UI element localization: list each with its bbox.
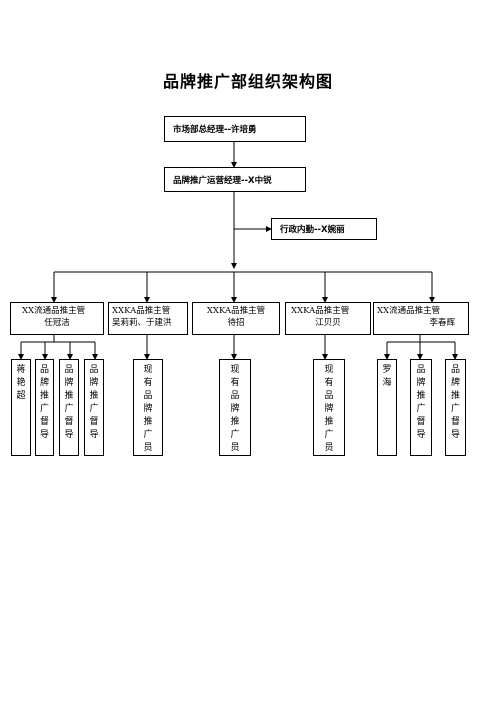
staff-box: 现有品牌推广员	[219, 359, 251, 456]
supervisor-name: 李春辉	[429, 318, 455, 328]
supervisor-title: XX流通品推主管	[377, 306, 441, 316]
supervisor-title: XX流通品推主管	[22, 306, 86, 316]
supervisor-name: 江贝贝	[315, 318, 341, 328]
staff-box: 罗海	[377, 359, 397, 456]
staff-box: 品牌推广督导	[410, 359, 432, 456]
supervisor-title: XXKA品推主管	[206, 306, 266, 316]
supervisor-title: XXKA品推主管	[112, 306, 171, 316]
staff-box: 品牌推广督导	[445, 359, 466, 456]
staff-label: 现有品牌推广员	[324, 365, 334, 453]
staff-label: 蒋艳超	[16, 365, 26, 401]
staff-box: 品牌推广督导	[84, 359, 104, 456]
supervisor-name: 待招	[227, 318, 245, 328]
staff-label: 品牌推广督导	[416, 365, 426, 440]
chart-title: 品牌推广部组织架构图	[162, 72, 333, 91]
staff-box: 现有品牌推广员	[313, 359, 345, 456]
supervisor-box: XX流通品推主管 李春辉	[373, 302, 469, 335]
supervisor-box: XXKA品推主管 待招	[192, 302, 280, 335]
staff-label: 品牌推广督导	[39, 365, 49, 440]
staff-label: 品牌推广督导	[64, 365, 74, 440]
staff-label: 品牌推广督导	[450, 365, 460, 440]
staff-box: 品牌推广督导	[59, 359, 79, 456]
staff-label: 现有品牌推广员	[230, 365, 240, 453]
admin-box: 行政内勤--X婉丽	[271, 218, 377, 240]
supervisor-name: 吴莉莉、于建洪	[112, 318, 172, 328]
staff-box: 现有品牌推广员	[133, 359, 163, 456]
supervisor-title: XXKA品推主管	[291, 306, 350, 316]
supervisor-name: 任冠洁	[44, 318, 70, 328]
general-manager-box: 市场部总经理--许培勇	[164, 116, 306, 142]
supervisor-box: XXKA品推主管 吴莉莉、于建洪	[108, 302, 188, 335]
supervisor-box: XX流通品推主管 任冠洁	[10, 302, 104, 335]
staff-box: 蒋艳超	[11, 359, 31, 456]
staff-label: 现有品牌推广员	[143, 365, 153, 453]
staff-label: 罗海	[382, 365, 392, 388]
operations-manager-box: 品牌推广运营经理--X中锐	[164, 167, 306, 192]
staff-label: 品牌推广督导	[89, 365, 99, 440]
supervisor-box: XXKA品推主管 江贝贝	[285, 302, 371, 335]
staff-box: 品牌推广督导	[35, 359, 54, 456]
